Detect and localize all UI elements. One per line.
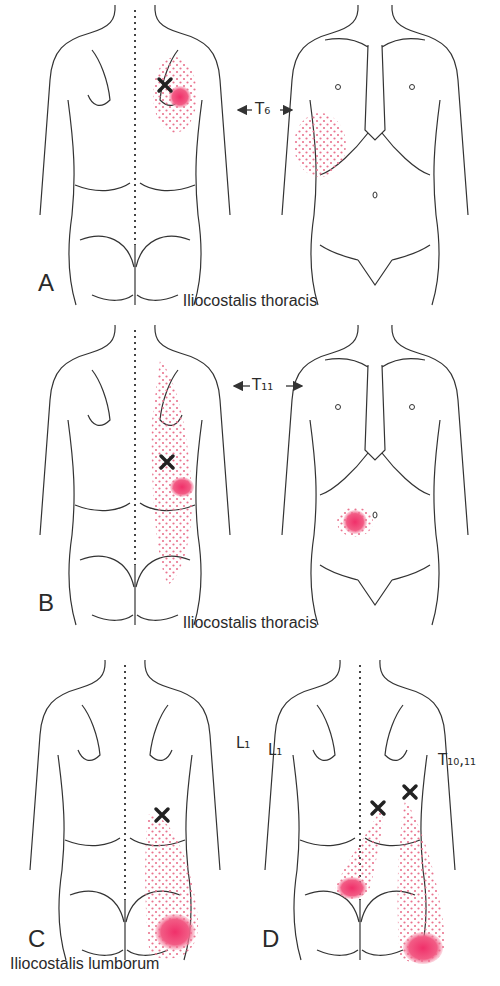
referral-zone xyxy=(335,805,383,899)
segment-label: T₁₁ xyxy=(252,377,273,394)
panel-letter: D xyxy=(262,926,279,952)
panel-caption: Iliocostalis thoracis xyxy=(183,614,317,632)
panel-caption: Iliocostalis thoracis xyxy=(183,292,317,310)
referral-core xyxy=(155,914,195,950)
back-figure xyxy=(40,5,230,305)
referral-zone xyxy=(337,507,373,537)
referral-core xyxy=(343,510,367,534)
referral-zone xyxy=(398,800,445,963)
segment-label: T₆ xyxy=(255,101,270,118)
referral-core xyxy=(170,477,194,497)
front-figure xyxy=(282,5,468,305)
referral-zone xyxy=(145,815,198,959)
panel-caption: Iliocostalis lumborum xyxy=(10,955,159,973)
segment-label: L₁ xyxy=(268,742,282,759)
referral-zone xyxy=(152,360,192,585)
back-figure xyxy=(30,660,220,960)
segment-arrows xyxy=(234,110,302,386)
segment-label: T₁₀,₁₁ xyxy=(438,752,476,769)
segment-label: L₁ xyxy=(236,735,250,752)
referral-core xyxy=(169,86,191,108)
referral-zone xyxy=(294,113,346,177)
referral-core xyxy=(337,877,367,899)
trigger-points xyxy=(156,79,416,821)
back-figure xyxy=(40,325,230,625)
referral-zone xyxy=(153,57,197,133)
panel-letter: C xyxy=(28,926,45,952)
front-figure xyxy=(282,325,468,625)
referral-core xyxy=(403,932,443,964)
panel-letter: A xyxy=(38,270,54,296)
panel-letter: B xyxy=(38,590,54,616)
